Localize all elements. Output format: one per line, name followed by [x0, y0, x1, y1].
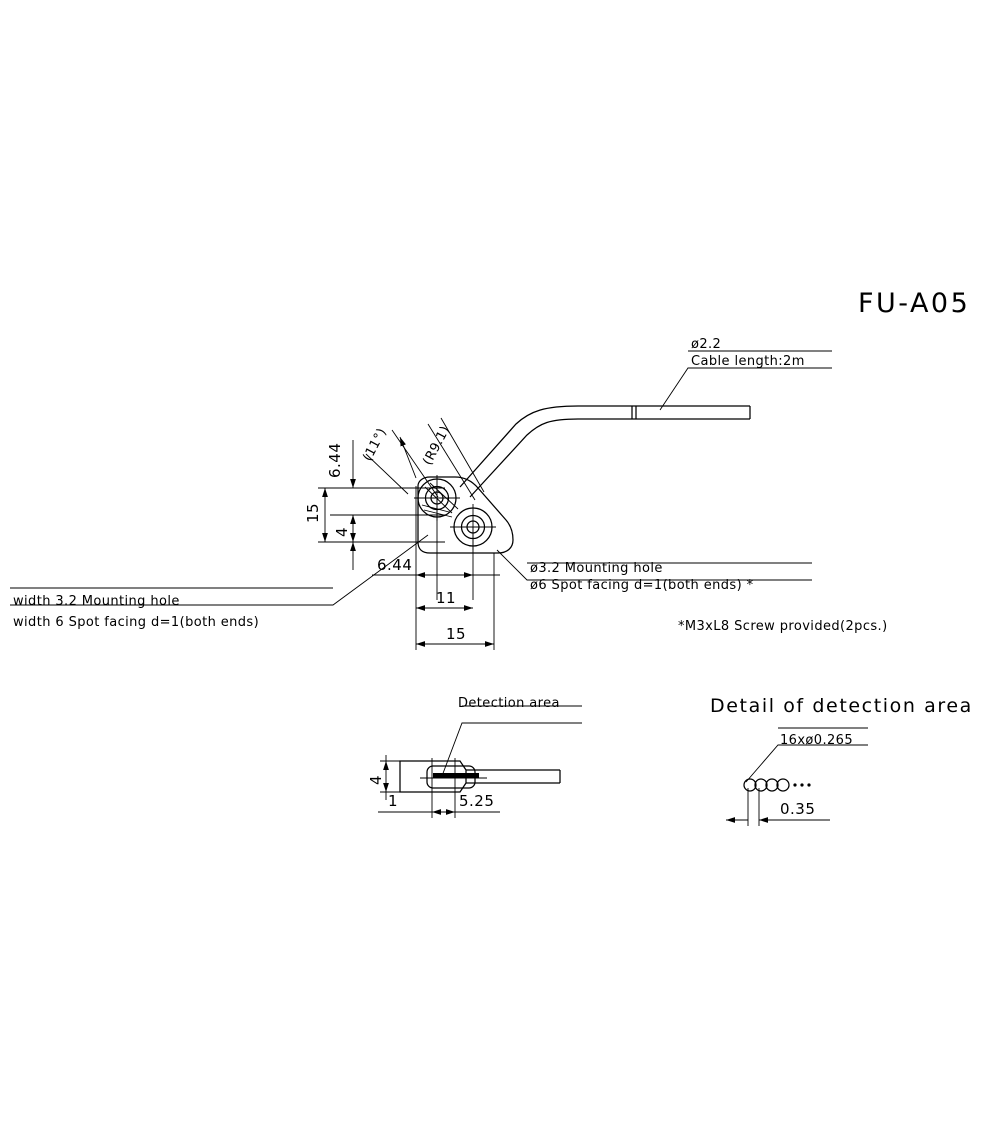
sdim-1-label: 1	[388, 792, 398, 810]
sdim-4-label: 4	[367, 775, 385, 785]
note-width-mounting-hole-label: width 3.2 Mounting hole	[13, 594, 180, 609]
note-width-spot-facing-label: width 6 Spot facing d=1(both ends)	[13, 615, 259, 630]
cable-callout: ø2.2 Cable length:2m	[659, 337, 832, 411]
main-view-geometry	[414, 405, 751, 554]
left-notes: width 3.2 Mounting hole width 6 Spot fac…	[10, 534, 429, 630]
note-mounting-hole-label: ø3.2 Mounting hole	[530, 561, 663, 576]
note-screw-label: *M3xL8 Screw provided(2pcs.)	[678, 619, 888, 634]
drawing-title: FU-A05	[858, 288, 970, 319]
side-view-geometry: 4 1 5.25 Detection area	[367, 696, 582, 818]
detail-pitch-label: 0.35	[780, 800, 815, 818]
vdim-644-label: 6.44	[326, 443, 344, 478]
right-notes: ø3.2 Mounting hole ø6 Spot facing d=1(bo…	[496, 549, 888, 634]
radius-note-label: (R9.1)	[420, 424, 453, 468]
cable-diameter-label: ø2.2	[691, 337, 721, 352]
sdim-525-label: 5.25	[459, 792, 494, 810]
detail-fiber-callout-label: 16xø0.265	[780, 733, 853, 748]
detection-area-label: Detection area	[458, 696, 560, 711]
detail-view-geometry: Detail of detection area 0.35 16xø0.265	[710, 695, 973, 826]
vdim-4-label: 4	[333, 527, 351, 537]
note-spot-facing-label: ø6 Spot facing d=1(both ends) *	[530, 578, 754, 593]
detail-view-title: Detail of detection area	[710, 695, 973, 717]
horizontal-dimensions: 6.44 11 15	[372, 486, 500, 650]
hdim-15-label: 15	[446, 625, 466, 643]
vertical-dimensions: 15 4 6.44	[304, 440, 445, 570]
vdim-15-label: 15	[304, 503, 322, 523]
cable-length-label: Cable length:2m	[691, 354, 805, 369]
hdim-644-label: 6.44	[377, 556, 412, 574]
angle-note-label: (11°)	[360, 426, 390, 464]
hdim-11-label: 11	[436, 589, 456, 607]
